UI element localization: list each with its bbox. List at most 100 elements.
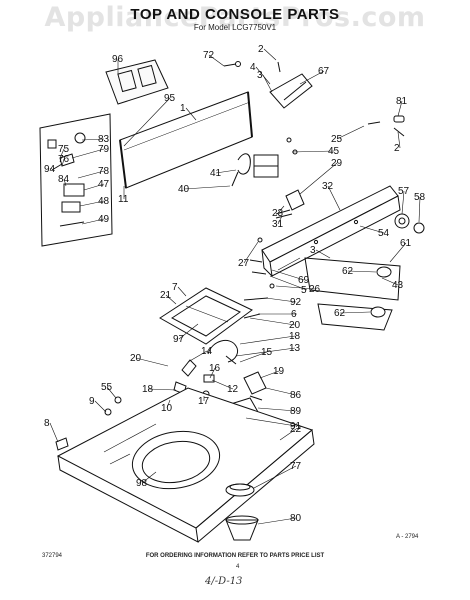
leader-line-1	[185, 107, 197, 121]
callout-62a: 62	[342, 266, 354, 277]
leader-line-89	[257, 407, 297, 412]
callout-43: 43	[392, 280, 404, 291]
leader-line-43	[381, 277, 399, 286]
callout-94: 94	[44, 164, 56, 175]
handwritten-note: 4/-D-13	[205, 576, 243, 587]
callout-72: 72	[203, 50, 215, 61]
leader-line-40	[183, 185, 231, 190]
leader-line-15	[239, 351, 268, 363]
leader-line-84	[63, 178, 67, 187]
callout-32: 32	[322, 181, 334, 192]
leader-line-69	[271, 269, 305, 281]
leader-line-76	[61, 158, 65, 167]
leader-line-75	[59, 148, 65, 159]
leader-line-61	[389, 242, 407, 263]
channel-hardware	[249, 237, 275, 289]
softener-dispenser-80	[225, 515, 259, 541]
callout-78: 78	[98, 166, 110, 177]
right-screws	[286, 115, 405, 155]
callout-3b: 3	[310, 245, 316, 256]
leader-line-13	[235, 347, 296, 357]
callout-7: 7	[172, 282, 178, 293]
callout-57: 57	[398, 186, 410, 197]
callout-17: 17	[198, 396, 210, 407]
diagram-title: TOP AND CONSOLE PARTS	[130, 6, 340, 23]
callout-31: 31	[272, 219, 284, 230]
leader-line-48	[79, 200, 105, 207]
callout-23: 23	[272, 208, 284, 219]
leader-line-78	[77, 170, 105, 179]
leader-line-25	[336, 125, 365, 140]
callout-61: 61	[400, 238, 412, 249]
leader-line-97	[178, 323, 199, 340]
leader-line-95	[123, 97, 171, 147]
leader-line-32	[327, 185, 341, 211]
small-fasteners	[55, 396, 122, 451]
leader-line-18b	[147, 388, 177, 391]
callout-22: 22	[290, 424, 302, 435]
callout-leader-lines	[49, 48, 421, 525]
callout-47: 47	[98, 179, 110, 190]
model-subtitle: For Model LCG7750V1	[193, 23, 277, 32]
leader-line-41	[215, 169, 237, 174]
leader-line-67	[299, 70, 325, 85]
leader-line-45	[291, 150, 335, 153]
leader-line-23	[277, 205, 285, 214]
seal-ring-77	[225, 483, 255, 497]
knob-detail-box	[304, 257, 401, 331]
callout-84: 84	[58, 174, 70, 185]
callout-16: 16	[209, 363, 221, 374]
callout-79: 79	[98, 144, 110, 155]
callout-20b: 20	[130, 353, 142, 364]
leader-line-86	[265, 387, 297, 396]
leader-line-2b	[397, 131, 401, 149]
callout-49: 49	[98, 214, 110, 225]
knob-57	[394, 213, 425, 234]
callout-10: 10	[161, 403, 173, 414]
callout-6: 6	[291, 309, 297, 320]
console-bezel-96	[105, 59, 169, 105]
leader-line-62a	[347, 270, 377, 273]
callout-80: 80	[290, 513, 302, 524]
callout-55: 55	[101, 382, 113, 393]
callout-2b: 2	[394, 143, 400, 154]
callout-3a: 3	[257, 70, 263, 81]
callout-48: 48	[98, 196, 110, 207]
leader-line-62b	[339, 311, 371, 314]
leader-line-81	[397, 100, 403, 117]
switch-23	[275, 189, 305, 219]
callout-76: 76	[58, 154, 70, 165]
leader-line-58	[418, 196, 421, 223]
callout-19: 19	[273, 366, 285, 377]
callout-96: 96	[112, 54, 124, 65]
callout-77: 77	[290, 461, 302, 472]
callout-29: 29	[331, 158, 343, 169]
leader-line-80	[257, 517, 297, 525]
callout-89: 89	[290, 406, 302, 417]
leader-line-7	[177, 286, 187, 297]
callout-62b: 62	[334, 308, 346, 319]
control-channel-32	[261, 185, 401, 277]
callout-69: 69	[298, 275, 310, 286]
callout-91: 91	[290, 421, 302, 432]
callout-27: 27	[238, 258, 250, 269]
callout-41: 41	[210, 168, 222, 179]
callout-12: 12	[227, 384, 239, 395]
callout-54: 54	[378, 228, 390, 239]
leader-line-3b	[315, 249, 331, 259]
leader-line-27	[243, 241, 259, 264]
leader-line-83	[81, 138, 105, 141]
leader-line-91	[245, 417, 297, 427]
leader-line-20a	[249, 317, 296, 326]
lid-switch-wire-18	[207, 339, 239, 365]
callout-2a: 2	[258, 44, 264, 55]
callout-21: 21	[160, 290, 172, 301]
leader-line-8	[49, 422, 59, 443]
lid-frame-7	[159, 287, 253, 345]
callout-58: 58	[414, 192, 426, 203]
site-watermark: AppliancePartsPros.com	[44, 2, 426, 33]
callout-97: 97	[173, 334, 185, 345]
leader-line-47	[83, 183, 105, 191]
